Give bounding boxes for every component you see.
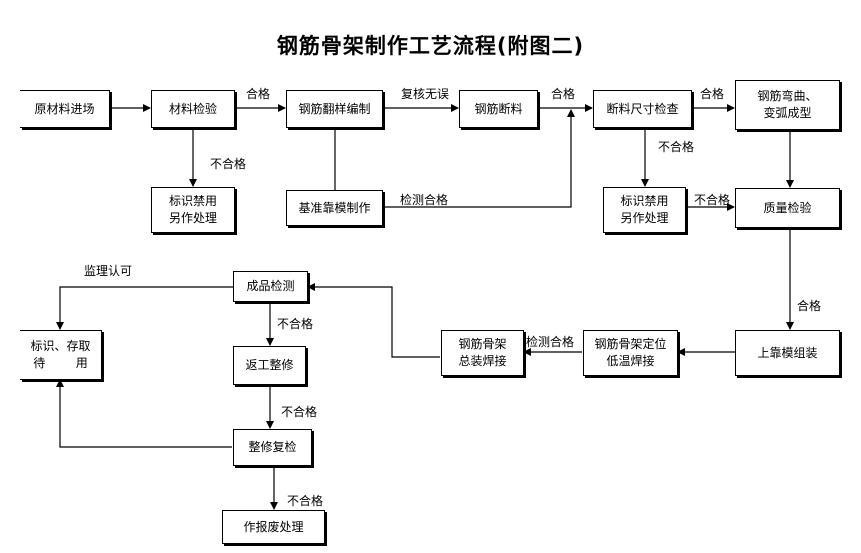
node-raw-material-entry: 原材料进场 bbox=[20, 90, 110, 128]
edge-recheck-tag bbox=[56, 379, 232, 448]
node-reject-2: 标识禁用 另作处理 bbox=[603, 187, 686, 233]
node-rebar-layout: 钢筋翻样编制 bbox=[286, 90, 383, 128]
diagram-title: 钢筋骨架制作工艺流程(附图二) bbox=[276, 34, 585, 58]
edge-product-tag bbox=[56, 286, 233, 330]
label-mold-pass: 检测合格 bbox=[400, 193, 449, 207]
node-final-welding: 钢筋骨架 总装焊接 bbox=[441, 330, 524, 376]
node-positioning-welding: 钢筋骨架定位 低温焊接 bbox=[583, 330, 678, 376]
label-fail-4: 不合格 bbox=[277, 317, 314, 331]
node-rework: 返工整修 bbox=[233, 346, 306, 385]
label-fail-6: 不合格 bbox=[287, 494, 324, 508]
node-reference-mold: 基准靠模制作 bbox=[286, 190, 383, 226]
label-fail-5: 不合格 bbox=[281, 405, 318, 419]
node-tag-store: 标识、存取 待 用 bbox=[20, 330, 102, 380]
label-fail-1: 不合格 bbox=[210, 157, 247, 171]
edge-weld-product bbox=[307, 283, 440, 358]
label-fail-3: 不合格 bbox=[694, 193, 731, 207]
node-scrap: 作报废处理 bbox=[222, 510, 325, 544]
label-supervisor-approval: 监理认可 bbox=[84, 264, 133, 278]
node-rebar-cutting: 钢筋断料 bbox=[459, 90, 538, 128]
label-fail-2: 不合格 bbox=[658, 140, 695, 154]
label-pass-3: 合格 bbox=[700, 87, 725, 101]
node-recheck: 整修复检 bbox=[233, 429, 312, 466]
node-product-inspection: 成品检测 bbox=[233, 271, 308, 302]
node-rebar-bending: 钢筋弯曲、 变弧成型 bbox=[735, 80, 840, 130]
label-pass-2: 合格 bbox=[551, 87, 576, 101]
label-pass-1: 合格 bbox=[246, 87, 271, 101]
edge-mold-cut bbox=[383, 109, 575, 208]
label-pass-4: 合格 bbox=[797, 299, 822, 313]
node-reject-1: 标识禁用 另作处理 bbox=[151, 187, 235, 233]
label-weld-pass: 检测合格 bbox=[526, 335, 575, 349]
node-material-inspection: 材料检验 bbox=[151, 90, 235, 128]
node-assembly-on-mold: 上靠模组装 bbox=[735, 330, 840, 376]
label-verified: 复核无误 bbox=[401, 87, 450, 101]
node-cut-size-check: 断料尺寸检查 bbox=[593, 90, 692, 128]
node-quality-inspection: 质量检验 bbox=[735, 188, 840, 228]
